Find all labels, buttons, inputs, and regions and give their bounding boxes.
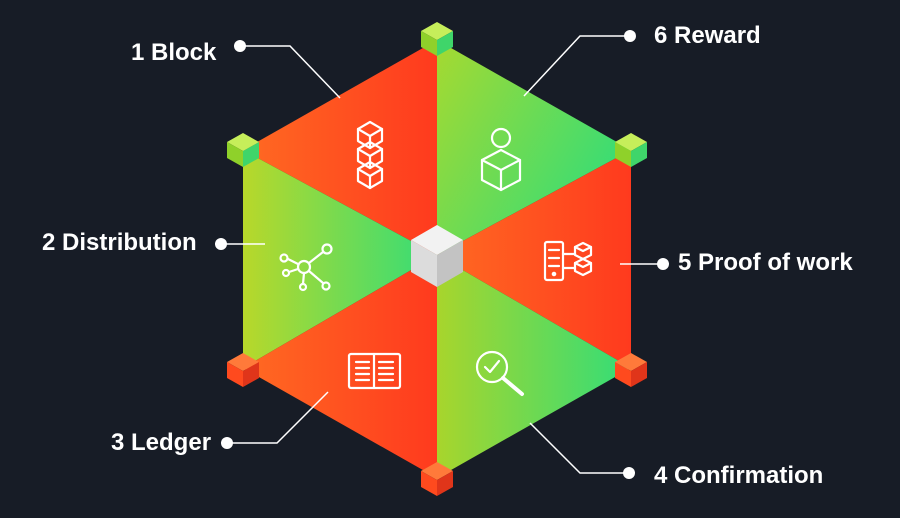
leader-line-reward (523, 35, 630, 97)
label-ledger: 3 Ledger (111, 429, 212, 456)
vertex-cube-top-right (615, 133, 647, 167)
label-reward: 6 Reward (654, 22, 761, 49)
vertex-cube-bottom-right (615, 353, 647, 387)
label-proof-of-work: 5 Proof of work (678, 249, 853, 276)
vertex-cube-top (421, 22, 453, 56)
segment-ledger (243, 255, 437, 478)
segment-proof (437, 150, 631, 368)
leader-dot-proof (657, 258, 669, 270)
network-nodes-icon (279, 243, 333, 292)
leader-line-confirmation (529, 422, 629, 474)
open-ledger-book-icon (347, 352, 402, 390)
segment-distribution (243, 150, 437, 368)
segment-reward (437, 40, 631, 255)
server-blocks-icon (543, 240, 593, 282)
leader-dot-confirmation (623, 467, 635, 479)
leader-line-block (240, 45, 341, 99)
segment-confirmation (437, 255, 631, 478)
label-block: 1 Block (131, 39, 217, 66)
coin-box-icon (480, 127, 522, 192)
label-confirmation: 4 Confirmation (654, 462, 824, 489)
center-cube (411, 225, 463, 287)
vertex-cube-bottom (421, 462, 453, 496)
leader-dot-reward (624, 30, 636, 42)
leader-dot-block (234, 40, 246, 52)
leader-dot-distribution (215, 238, 227, 250)
vertex-cube-bottom-left (227, 353, 259, 387)
magnifier-check-icon (475, 350, 524, 396)
leader-line-ledger (227, 391, 329, 444)
label-distribution: 2 Distribution (42, 229, 197, 256)
vertex-cube-top-left (227, 133, 259, 167)
stacked-blocks-icon (356, 120, 384, 190)
leader-dot-ledger (221, 437, 233, 449)
segment-block (243, 40, 437, 255)
